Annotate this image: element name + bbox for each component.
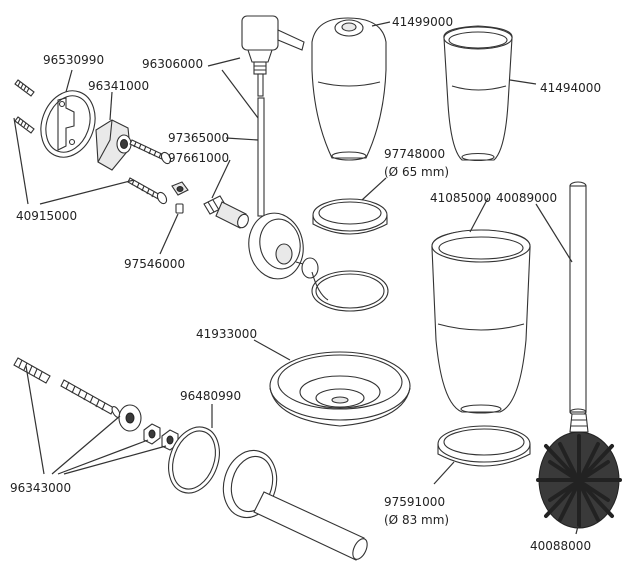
long-screw [60,379,121,418]
label-41085000: 41085000 [430,191,491,205]
label-41494000: 41494000 [540,81,601,95]
label-96306000: 96306000 [142,57,203,71]
ring-holder-base [248,212,319,280]
washer [118,404,142,432]
ring-97748000 [312,198,388,235]
label-97661000: 97661000 [168,151,229,165]
hex-nut-1 [143,423,161,445]
nut-97661000 [171,181,189,196]
towel-bar-mount [222,449,368,561]
screw-lower [127,177,168,205]
label-97591000-diameter: (Ø 83 mm) [384,513,449,527]
bowl-41933000 [269,351,411,427]
label-97748000: 97748000 [384,147,445,161]
set-screw-96343000 [13,357,51,384]
dip-tube-97365000 [257,97,265,217]
label-96343000: 96343000 [10,481,71,495]
label-97591000: 97591000 [384,495,445,509]
label-40915000: 40915000 [16,209,77,223]
pump-head-96306000 [241,15,305,97]
ring-97591000 [437,425,531,467]
tumbler-41494000 [443,25,513,162]
leader-lines [13,21,579,535]
wall-plate-96530990 [40,90,96,158]
brush-handle-40089000 [569,181,587,416]
ring-holder [311,270,389,312]
set-screws-40915000 [14,79,35,134]
label-97365000: 97365000 [168,131,229,145]
screw-upper [129,139,172,165]
grub-screw-97546000 [175,203,184,214]
brush-head-40088000 [536,413,622,529]
label-96530990: 96530990 [43,53,104,67]
label-41933000: 41933000 [196,327,257,341]
label-97748000-diameter: (Ø 65 mm) [384,165,449,179]
label-41499000: 41499000 [392,15,453,29]
gasket-96480990 [168,426,220,494]
label-96480990: 96480990 [180,389,241,403]
label-97546000: 97546000 [124,257,185,271]
label-96341000: 96341000 [88,79,149,93]
bracket-96341000 [95,119,132,171]
label-40089000: 40089000 [496,191,557,205]
connector-pin [203,195,249,229]
label-40088000: 40088000 [530,539,591,553]
dispenser-glass-41499000 [311,17,387,161]
brush-glass-41085000 [431,229,531,414]
